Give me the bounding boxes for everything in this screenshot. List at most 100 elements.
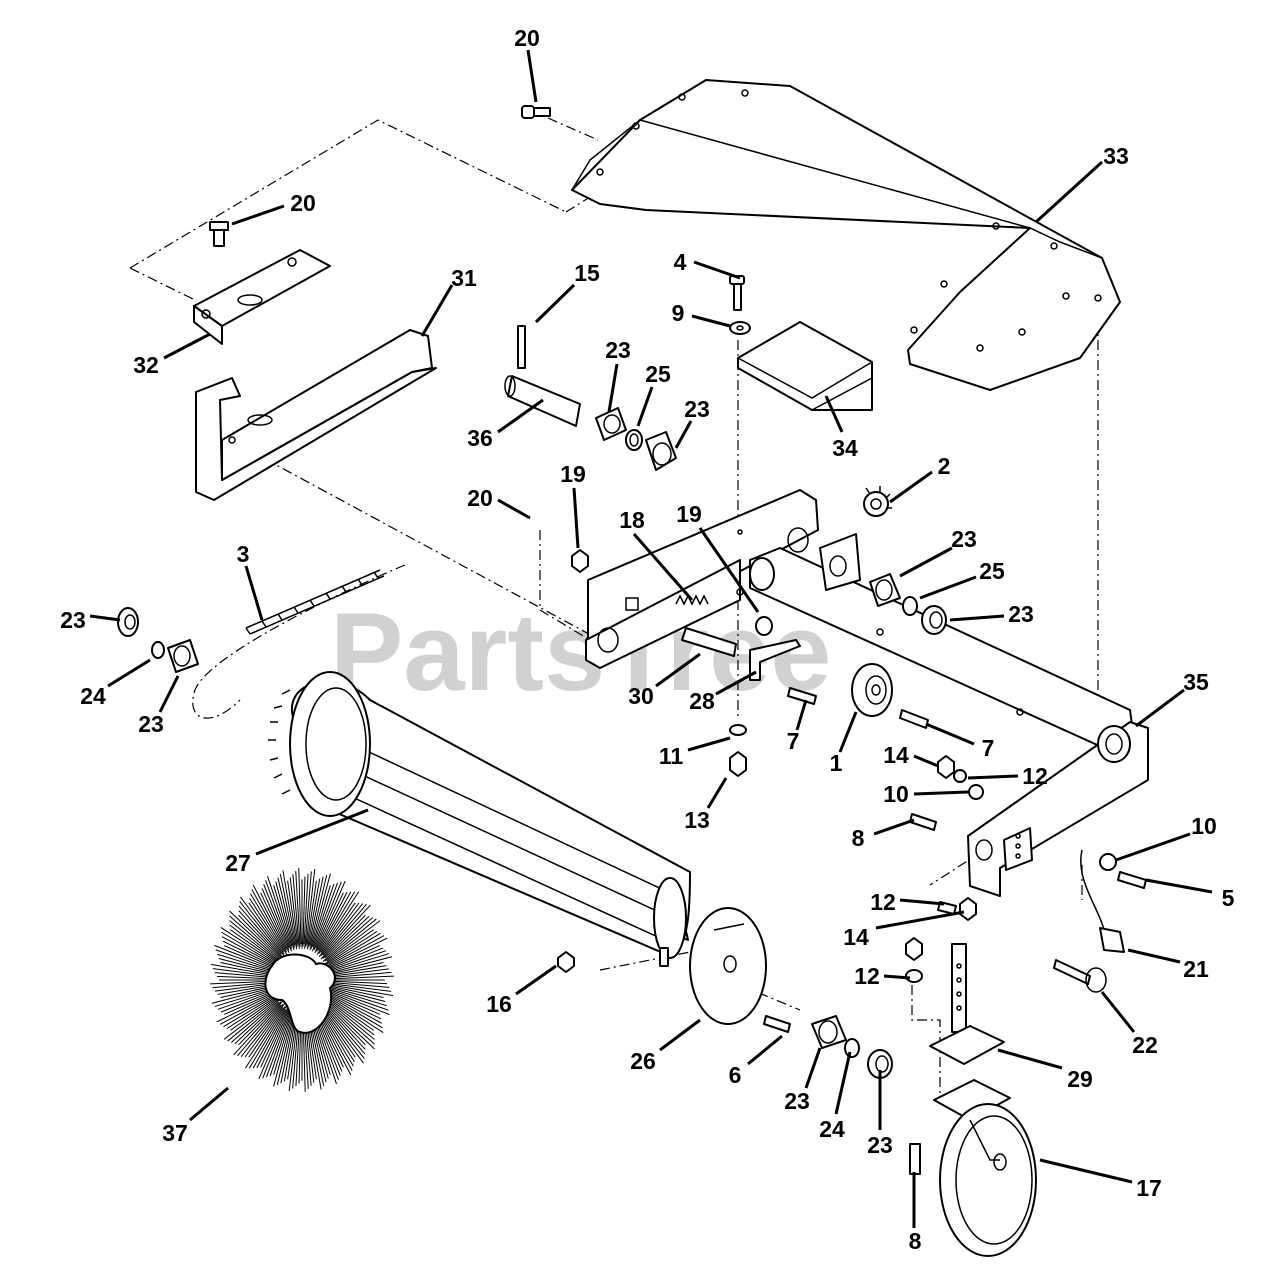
callout-label-c12a: 12 [1022, 763, 1048, 789]
callout-leader-c36 [497, 398, 544, 434]
bristle [223, 995, 276, 1028]
callout-label-c4: 4 [674, 249, 687, 275]
bristle [324, 1002, 366, 1046]
bristle [240, 896, 286, 957]
bristle [298, 868, 302, 945]
bearing-flange-icon [117, 607, 139, 637]
bristle [219, 992, 279, 1025]
callout-leader-c32 [163, 332, 211, 360]
callout-leader-c33 [1034, 160, 1104, 224]
bristle [329, 992, 382, 1020]
bristle [234, 1001, 280, 1045]
bristle [263, 884, 290, 948]
bristle [327, 986, 386, 1003]
callout-leader-c11 [687, 736, 731, 752]
washer-icon [729, 321, 751, 335]
bristle [250, 893, 288, 955]
bristle [329, 971, 392, 979]
washer-icon [729, 724, 747, 736]
bristle [287, 880, 298, 947]
bristle [223, 945, 277, 969]
callout-label-c36: 36 [467, 425, 493, 451]
callout-label-c23c: 23 [951, 526, 977, 552]
callout-leader-c34 [824, 395, 844, 433]
bristle [249, 898, 285, 953]
bristle [214, 972, 273, 978]
callout-label-c23a: 23 [605, 337, 631, 363]
callout-leader-c23c [899, 546, 953, 578]
bristle [277, 877, 295, 948]
bristle [327, 937, 388, 968]
callout-leader-c23g [804, 1047, 822, 1089]
bristle [316, 891, 348, 952]
callout-label-c33: 33 [1103, 143, 1129, 169]
bristle [261, 888, 290, 951]
bristle [330, 985, 384, 998]
callout-leader-c23f [158, 675, 180, 713]
callout-leader-c21 [1127, 948, 1181, 964]
callout-leader-c13 [706, 777, 728, 809]
bristle [295, 871, 301, 947]
callout-label-c23b: 23 [684, 396, 710, 422]
bristle [318, 891, 352, 951]
bristle [331, 982, 390, 988]
callout-leader-c22 [1100, 991, 1136, 1033]
bristle [316, 891, 356, 955]
bristle [238, 905, 283, 957]
bristle [329, 945, 381, 969]
bristle [329, 984, 394, 997]
bristle [217, 988, 276, 1010]
bristle [327, 956, 393, 974]
brush-hub [264, 953, 336, 1034]
callout-label-c6: 6 [729, 1062, 742, 1088]
bristle [260, 1006, 290, 1068]
callout-leader-c30 [655, 652, 701, 688]
callout-leader-c12c [883, 974, 911, 980]
callout-label-c20c: 20 [467, 485, 493, 511]
bristle [326, 947, 384, 971]
callout-leader-c23e [89, 614, 121, 622]
sprocket-small-icon [863, 486, 892, 517]
bristle [238, 910, 284, 960]
nut-icon [729, 751, 747, 777]
bristle [251, 889, 288, 953]
chain-icon [245, 569, 385, 635]
callout-label-c31: 31 [451, 265, 477, 291]
bristle [233, 1000, 284, 1056]
callout-label-c34: 34 [832, 435, 858, 461]
callout-leader-c10b [1115, 832, 1191, 862]
callout-label-c25a: 25 [645, 361, 671, 387]
bolt-icon [729, 275, 745, 311]
bristle [324, 918, 377, 962]
callout-leader-c24a [107, 658, 151, 688]
bristle [229, 924, 279, 963]
end-disc [689, 907, 767, 1025]
washer-icon [905, 969, 923, 983]
callout-leader-c28 [715, 670, 757, 696]
callout-leader-c3 [244, 565, 264, 621]
bristle [222, 940, 275, 968]
bristle [327, 968, 389, 978]
bristle [310, 885, 331, 949]
bristle [217, 984, 273, 995]
callout-label-c19b: 19 [676, 501, 702, 527]
bristle [227, 998, 280, 1042]
bristle [273, 885, 293, 947]
bristle [325, 935, 385, 968]
callout-label-c11: 11 [659, 743, 684, 769]
callout-leader-c19b [698, 527, 760, 613]
bristle [244, 1003, 286, 1058]
bristle [229, 920, 278, 961]
bristle [322, 1005, 365, 1059]
bristle [210, 980, 273, 985]
callout-leader-c5 [1145, 878, 1213, 894]
callout-leader-c20c [497, 498, 531, 520]
bristle [322, 917, 374, 962]
bristle [248, 1007, 284, 1058]
bristle [323, 1000, 375, 1050]
bolt-icon [521, 105, 551, 119]
bristle [229, 915, 282, 962]
callout-label-c7b: 7 [982, 735, 995, 761]
callout-leader-c6 [747, 1034, 783, 1066]
callout-label-c37: 37 [162, 1120, 188, 1146]
